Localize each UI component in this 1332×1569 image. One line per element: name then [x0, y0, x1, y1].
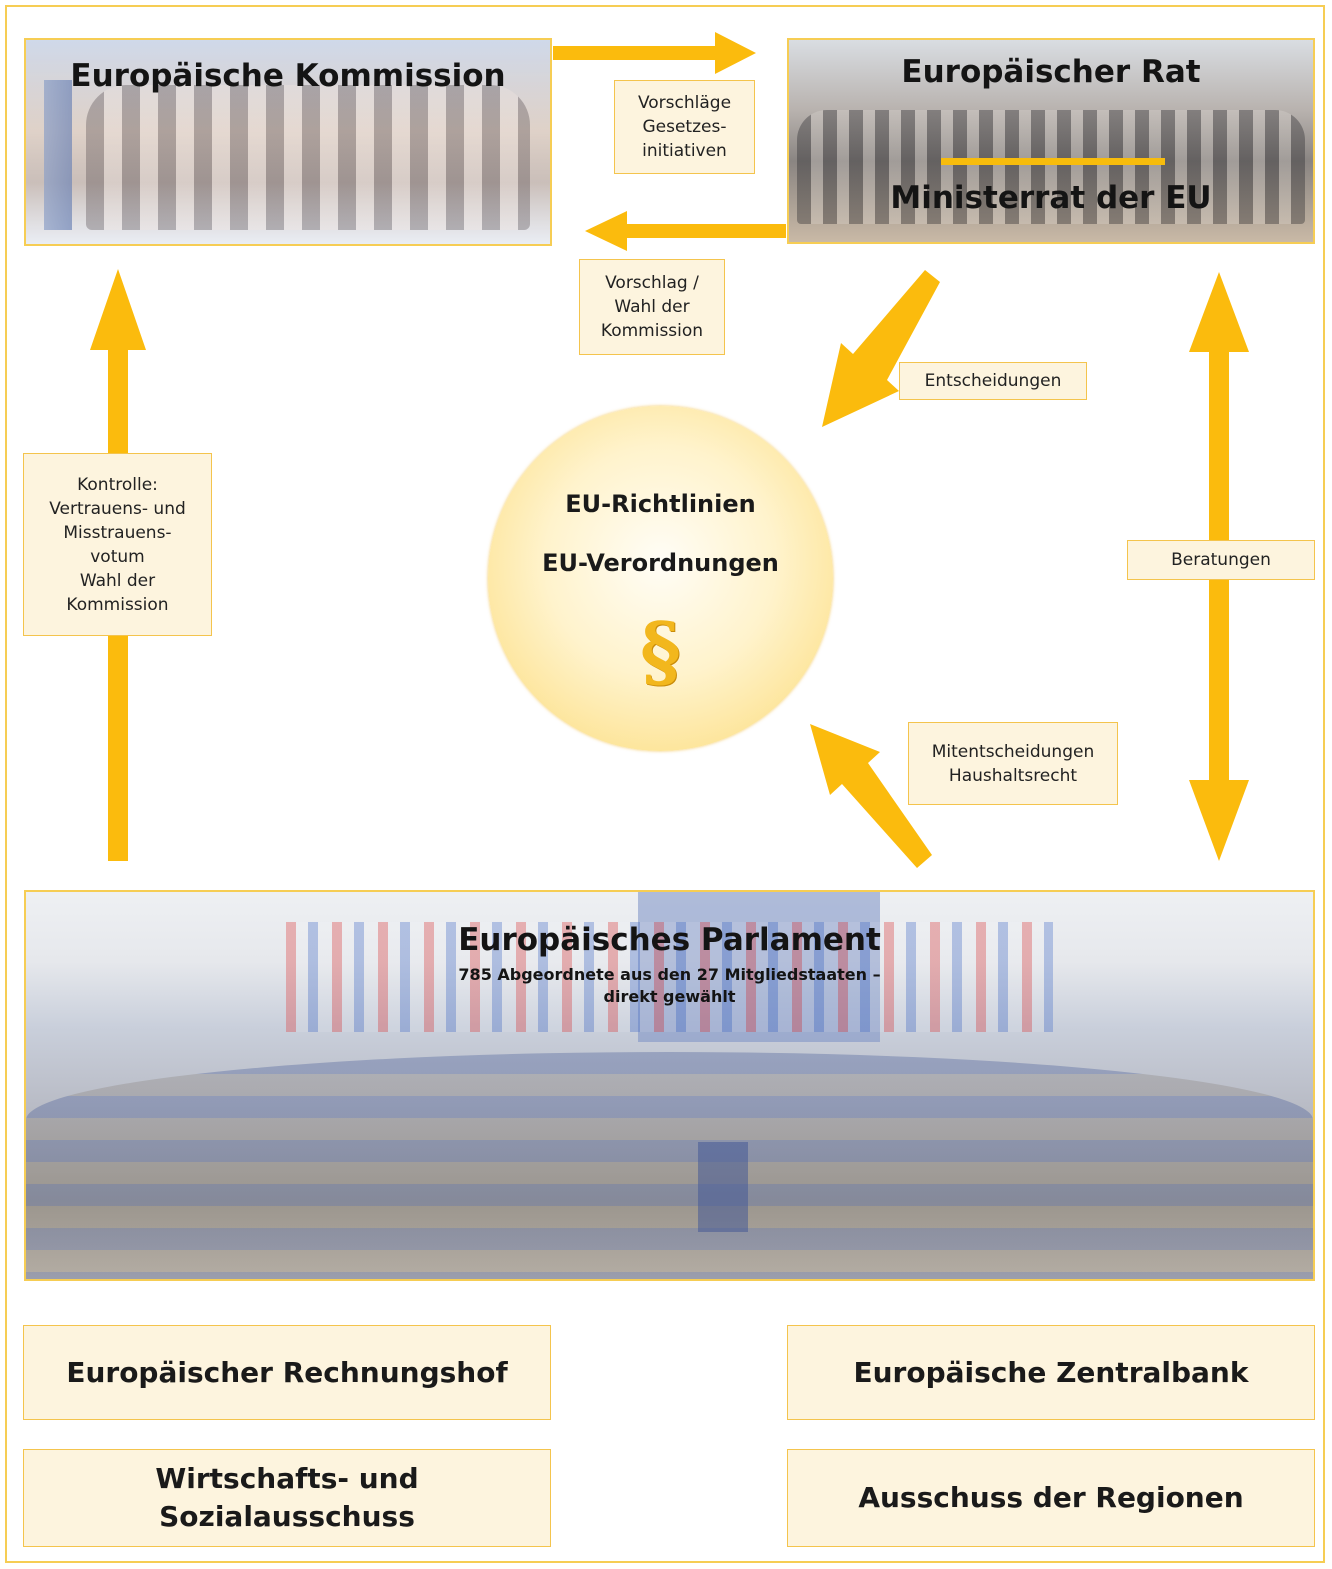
richtlinien-label: EU-Richtlinien [565, 490, 756, 518]
rat-title: Europäischer Rat [901, 54, 1201, 90]
kommission-photo [26, 40, 550, 244]
verordnungen-label: EU-Verordnungen [542, 549, 779, 577]
plenary-hall-image [26, 1052, 1313, 1279]
rechnungshof-box: Europäischer Rechnungshof [23, 1325, 551, 1420]
zentralbank-box: Europäische Zentralbank [787, 1325, 1315, 1420]
ministerrat-title: Ministerrat der EU [890, 180, 1212, 216]
wirtschaft-label: Wirtschafts- und Sozialausschuss [155, 1462, 419, 1533]
label-vorschlag-wahl: Vorschlag / Wahl der Kommission [579, 259, 725, 355]
speaker-podium-image [698, 1142, 748, 1232]
commissioners-group-image [86, 85, 530, 230]
regionen-label: Ausschuss der Regionen [858, 1481, 1244, 1514]
label-beratungen-text: Beratungen [1171, 550, 1271, 570]
council-group-image [797, 110, 1305, 224]
eu-flag-banner-image [638, 892, 880, 1042]
rat-divider [941, 158, 1165, 165]
arrow-parlament-to-circle [810, 724, 932, 868]
kommission-panel: Europäische Kommission [24, 38, 552, 246]
eu-flag-image [44, 80, 72, 230]
regionen-box: Ausschuss der Regionen [787, 1449, 1315, 1547]
parlament-subtitle: 785 Abgeordnete aus den 27 Mitgliedstaat… [26, 964, 1313, 1008]
label-mitentscheidungen-text: Mitentscheidungen Haushaltsrecht [931, 741, 1095, 786]
label-vorschlaege-text: Vorschläge Gesetzes- initiativen [637, 93, 732, 161]
label-beratungen: Beratungen [1127, 540, 1315, 580]
parlament-panel: Europäisches Parlament 785 Abgeordnete a… [24, 890, 1315, 1281]
arrow-kommission-to-rat [553, 32, 756, 74]
rat-panel: Europäischer Rat Ministerrat der EU [787, 38, 1315, 244]
paragraph-icon: § [640, 606, 681, 697]
parlament-subtitle-text: 785 Abgeordnete aus den 27 Mitgliedstaat… [458, 965, 881, 1006]
wirtschaft-box: Wirtschafts- und Sozialausschuss [23, 1449, 551, 1547]
rat-photo [789, 40, 1313, 242]
arrow-rat-to-circle [822, 270, 940, 427]
label-vorschlag-wahl-text: Vorschlag / Wahl der Kommission [600, 273, 704, 341]
rechnungshof-label: Europäischer Rechnungshof [66, 1355, 508, 1389]
label-entscheidungen-text: Entscheidungen [924, 371, 1062, 391]
label-vorschlaege: Vorschläge Gesetzes- initiativen [614, 80, 755, 174]
diagram-frame [5, 5, 1325, 1563]
zentralbank-label: Europäische Zentralbank [853, 1355, 1249, 1389]
member-flags-image [286, 922, 1053, 1032]
label-kontrolle-text: Kontrolle: Vertrauens- und Misstrauens- … [49, 474, 186, 615]
parlament-title: Europäisches Parlament [458, 922, 881, 958]
kommission-title: Europäische Kommission [70, 58, 506, 94]
label-mitentscheidungen: Mitentscheidungen Haushaltsrecht [908, 722, 1118, 805]
label-entscheidungen: Entscheidungen [899, 362, 1087, 400]
arrow-rat-to-kommission [585, 211, 786, 251]
rechtsakte-circle: EU-Richtlinien EU-Verordnungen § [488, 406, 833, 751]
label-kontrolle: Kontrolle: Vertrauens- und Misstrauens- … [23, 453, 212, 636]
